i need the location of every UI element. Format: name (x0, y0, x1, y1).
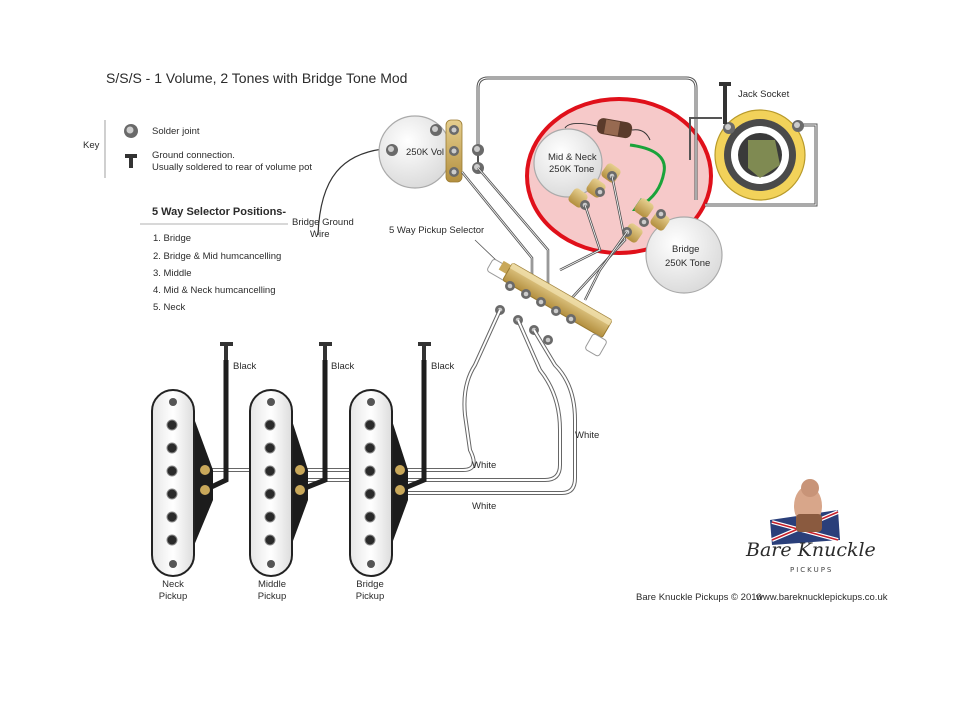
selector-positions-list: 5 Way Selector Positions- 1. Bridge 2. B… (140, 206, 288, 313)
brand-url[interactable]: www.bareknucklepickups.co.uk (755, 592, 888, 603)
jack-socket[interactable]: Jack Socket (714, 89, 806, 201)
neck-pickup-label-2: Pickup (159, 591, 188, 602)
pole-pieces (166, 419, 178, 546)
solder-joint-label: Solder joint (152, 126, 200, 137)
selector-position-3: 3. Middle (153, 268, 192, 279)
white-wire-label-1: White (472, 460, 496, 471)
logo-emblem-icon (770, 479, 840, 545)
volume-pot[interactable]: 250K Vol (378, 115, 463, 189)
ground-label-1: Ground connection. (152, 150, 235, 161)
black-wire-label-3: Black (431, 361, 454, 372)
white-wires (205, 309, 577, 495)
copyright-text: Bare Knuckle Pickups © 2010 (636, 592, 762, 603)
middle-pickup[interactable]: Middle Pickup (249, 389, 308, 602)
bridge-ground-label-2: Wire (310, 229, 330, 240)
bridge-ground-wire (317, 147, 396, 236)
selector-position-2: 2. Bridge & Mid humcancelling (153, 251, 281, 262)
key-legend: Key Solder joint Ground connection. Usua… (83, 120, 312, 178)
bridge-pickup-label-2: Pickup (356, 591, 385, 602)
ground-icon (125, 154, 137, 168)
mid-neck-tone-pot[interactable]: Mid & Neck 250K Tone (533, 128, 622, 210)
selector-position-1: 1. Bridge (153, 233, 191, 244)
solder-joint-icon (124, 124, 138, 138)
black-wire-label-1: Black (233, 361, 256, 372)
neck-pickup[interactable]: Neck Pickup (151, 389, 213, 602)
ground-label-2: Usually soldered to rear of volume pot (152, 162, 312, 173)
jack-socket-label: Jack Socket (738, 89, 790, 100)
neck-pickup-label-1: Neck (162, 579, 184, 590)
bridge-pickup-label-1: Bridge (356, 579, 383, 590)
bridge-tone-label-2: 250K Tone (665, 258, 710, 269)
diagram-title: S/S/S - 1 Volume, 2 Tones with Bridge To… (106, 70, 407, 86)
selector-positions-heading: 5 Way Selector Positions- (152, 206, 286, 218)
capacitor-icon (564, 118, 651, 141)
jack-hot-wire (689, 117, 722, 160)
brand-name: Bare Knuckle (745, 539, 876, 561)
brand-logo: Bare Knuckle PICKUPS (745, 479, 876, 574)
pole-pieces (264, 419, 276, 546)
middle-pickup-label-1: Middle (258, 579, 286, 590)
brand-sub: PICKUPS (790, 566, 833, 574)
volume-pot-label: 250K Vol (406, 147, 444, 158)
bridge-tone-label-1: Bridge (672, 244, 699, 255)
white-wire-label-2: White (575, 430, 599, 441)
ground-icon (220, 342, 233, 360)
middle-pickup-label-2: Pickup (258, 591, 287, 602)
mid-neck-tone-label-2: 250K Tone (549, 164, 594, 175)
bridge-tone-pot[interactable]: Bridge 250K Tone (622, 197, 723, 294)
ground-icon (719, 82, 731, 124)
selector-label: 5 Way Pickup Selector (389, 225, 484, 236)
key-label: Key (83, 140, 100, 151)
pickup-selector-switch[interactable]: 5 Way Pickup Selector (389, 225, 613, 357)
black-wire-label-2: Black (331, 361, 354, 372)
selector-position-5: 5. Neck (153, 302, 185, 313)
ground-icon (418, 342, 431, 360)
bridge-pickup[interactable]: Bridge Pickup (349, 389, 408, 602)
pole-pieces (364, 419, 376, 546)
bridge-ground-label-1: Bridge Ground (292, 217, 354, 228)
ground-icon (319, 342, 332, 360)
selector-position-4: 4. Mid & Neck humcancelling (153, 285, 276, 296)
white-wire-label-3: White (472, 501, 496, 512)
mid-neck-tone-label-1: Mid & Neck (548, 152, 597, 163)
